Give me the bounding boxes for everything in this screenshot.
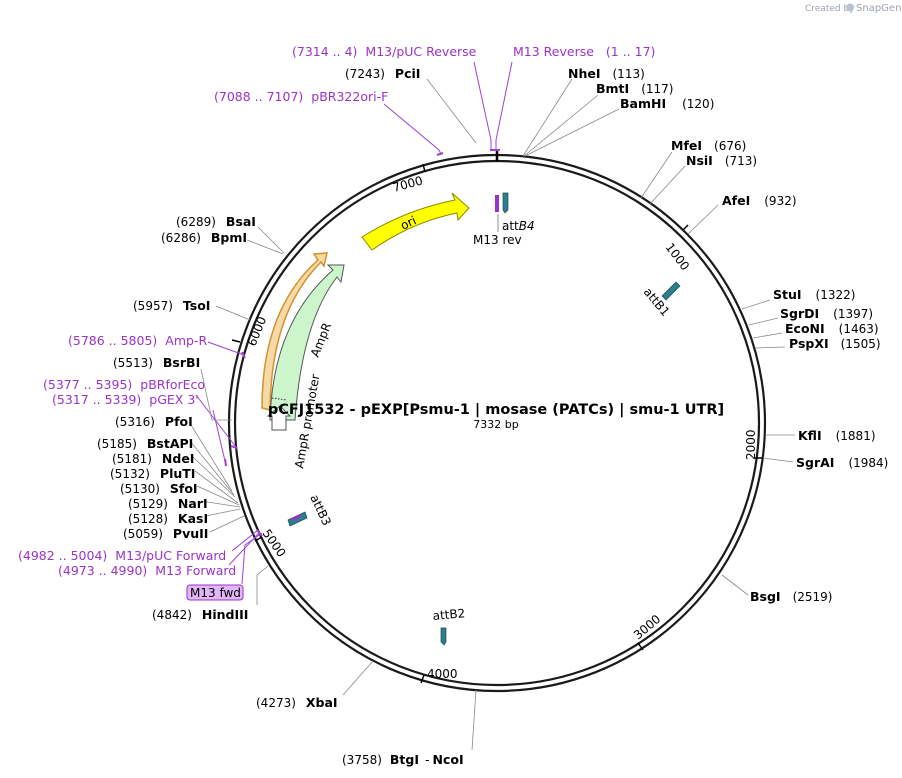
- primer-arc-amp[interactable]: [261, 252, 328, 411]
- site-kfli[interactable]: KflI(1881): [798, 428, 876, 443]
- site-tsoi[interactable]: (5957)TsoI: [133, 298, 210, 313]
- site-bmti[interactable]: BmtI(117): [596, 81, 673, 96]
- feature-attB1[interactable]: attB1: [641, 281, 681, 319]
- site-sgrdi[interactable]: SgrDI(1397): [780, 306, 873, 321]
- site-ndei[interactable]: (5181)NdeI: [112, 451, 194, 466]
- primer-m13puc-fwd[interactable]: (4982 .. 5004)M13/pUC Forward: [18, 548, 226, 563]
- site-pspxi[interactable]: PspXI(1505): [789, 336, 881, 351]
- primer-line-pgex3: [212, 409, 226, 462]
- primer-line-m13puc-fwd: [231, 529, 259, 552]
- attB2-arrow: [440, 627, 447, 646]
- site-btgi-ncoi[interactable]: (3758)BtgI-NcoI: [342, 752, 464, 767]
- primer-line-m13-rev: [495, 61, 513, 150]
- site-pfoi[interactable]: (5316)PfoI: [115, 414, 193, 429]
- tick-1000: 1000: [663, 240, 693, 273]
- ampr-arrow: [269, 264, 345, 421]
- attB3-label: attB3: [307, 492, 333, 527]
- plasmid-name: pCFJ1532 - pEXP[Psmu-1 | mosase (PATCs) …: [268, 402, 724, 418]
- site-sfoi[interactable]: (5130)SfoI: [120, 481, 198, 496]
- primer-m13-rev[interactable]: M13 Reverse(1 .. 17): [513, 44, 655, 59]
- primer-pbr322[interactable]: (7088 .. 7107)pBR322ori-F: [214, 89, 388, 104]
- primer-line-ampr: [207, 341, 245, 356]
- ori-label: ori: [398, 213, 418, 232]
- site-mfei[interactable]: MfeI(676): [671, 138, 746, 153]
- site-bpmi[interactable]: (6286)BpmI: [161, 230, 247, 245]
- attB3-arrow: [287, 511, 308, 527]
- m13rev-label: M13 rev: [473, 233, 522, 247]
- site-hindiii[interactable]: (4842)HindIII: [152, 607, 248, 622]
- attB1-arrow: [661, 281, 681, 301]
- primer-line-pbr322: [383, 103, 442, 155]
- ampr-promoter-arrow: [266, 405, 292, 431]
- site-bsrbi[interactable]: (5513)BsrBI: [113, 355, 200, 370]
- ori-arrow: [361, 192, 470, 251]
- primer-ampr[interactable]: (5786 .. 5805)Amp-R: [68, 333, 207, 348]
- site-econi[interactable]: EcoNI(1463): [785, 321, 879, 336]
- site-pluti[interactable]: (5132)PluTI: [110, 466, 195, 481]
- site-nsii[interactable]: NsiI(713): [686, 153, 757, 168]
- feature-ori[interactable]: ori: [361, 192, 470, 251]
- tick-4000: 4000: [427, 667, 458, 681]
- primer-line-m13puc-rev: [473, 61, 492, 150]
- site-nari[interactable]: (5129)NarI: [128, 496, 208, 511]
- site-bsgi[interactable]: BsgI(2519): [750, 589, 832, 604]
- snapgene-credit: Created by SnapGene: [805, 3, 902, 14]
- tick-2000: 2000: [744, 429, 758, 460]
- tick-marks: [231, 163, 762, 684]
- m13fwd-badge[interactable]: M13 fwd: [190, 586, 241, 600]
- attB4-label: attB4: [502, 219, 535, 233]
- site-sgrai[interactable]: SgrAI(1984): [796, 455, 888, 470]
- site-pvuii[interactable]: (5059)PvuII: [123, 526, 208, 541]
- site-bamhi[interactable]: BamHI(120): [620, 96, 714, 111]
- primer-pgex3[interactable]: (5317 .. 5339)pGEX 3': [52, 392, 199, 407]
- primer-m13-fwd[interactable]: (4973 .. 4990)M13 Forward: [58, 563, 236, 578]
- tick-7000: 7000: [391, 173, 424, 194]
- plasmid-length: 7332 bp: [473, 418, 518, 431]
- feature-attB4[interactable]: attB4 M13 rev: [473, 192, 535, 247]
- attB4-arrow: [502, 192, 509, 214]
- credit-brand: SnapGene: [856, 3, 902, 14]
- attB3-primer-mark: [291, 513, 302, 521]
- feature-attB2[interactable]: attB2: [432, 606, 466, 646]
- site-stui[interactable]: StuI(1322): [773, 287, 855, 302]
- site-bsai[interactable]: (6289)BsaI: [176, 214, 256, 229]
- credit-text: Created by: [805, 4, 855, 14]
- site-kasi[interactable]: (5128)KasI: [128, 511, 208, 526]
- primer-m13puc-rev[interactable]: (7314 .. 4)M13/pUC Reverse: [292, 44, 477, 59]
- m13fwd-line: [241, 532, 263, 585]
- feature-attB3[interactable]: attB3: [287, 492, 334, 528]
- site-nhei[interactable]: NheI(113): [568, 66, 645, 81]
- snapgene-logo-icon: [846, 3, 854, 12]
- primer-line-m13-fwd: [228, 532, 260, 566]
- site-bstapi[interactable]: (5185)BstAPI: [97, 436, 193, 451]
- attB2-label: attB2: [432, 606, 466, 623]
- primer-pbrforeco[interactable]: (5377 .. 5395)pBRforEco: [43, 377, 205, 392]
- site-afei[interactable]: AfeI(932): [722, 193, 797, 208]
- site-pcii[interactable]: (7243)PciI: [345, 66, 420, 81]
- site-xbai[interactable]: (4273)XbaI: [256, 695, 338, 710]
- m13fwd-badge-box: [186, 584, 244, 601]
- attB4-left-mark: [495, 195, 499, 212]
